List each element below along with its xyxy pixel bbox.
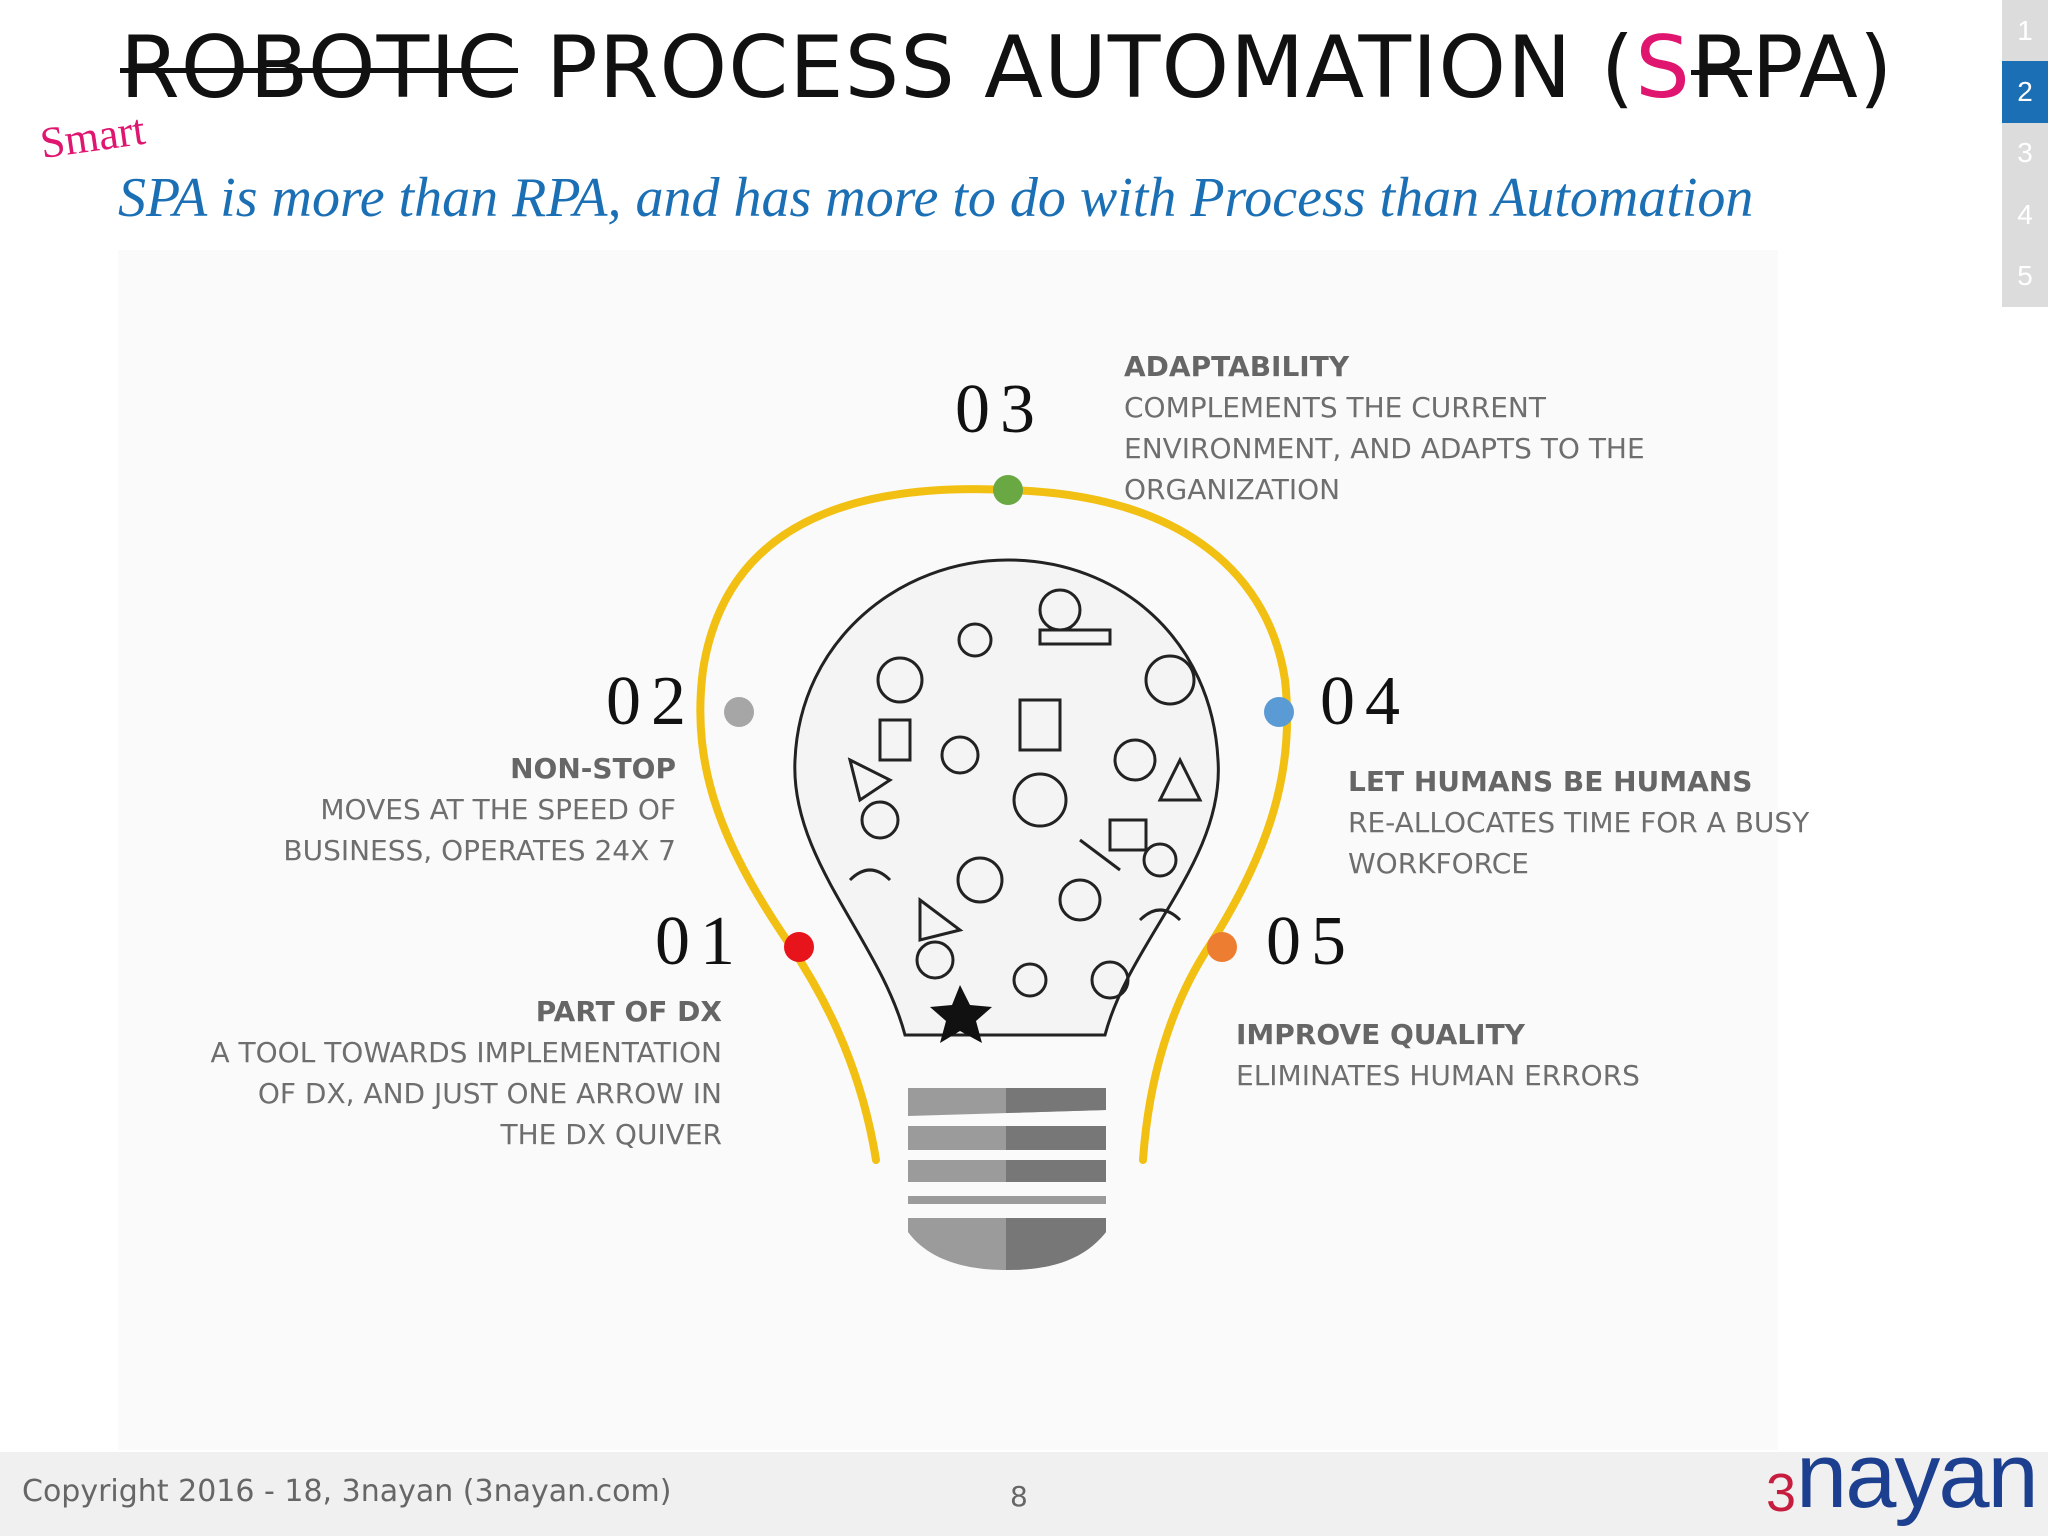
- subtitle: SPA is more than RPA, and has more to do…: [118, 167, 1754, 229]
- point-02-heading: NON-STOP: [510, 752, 676, 785]
- point-01-heading: PART OF DX: [535, 995, 722, 1028]
- page-index: 1 2 3 4 5: [2002, 0, 2048, 307]
- point-03-heading: ADAPTABILITY: [1124, 350, 1350, 383]
- bulb-base: [908, 1088, 1106, 1270]
- page-index-1[interactable]: 1: [2017, 14, 2033, 46]
- point-04-dot: [1264, 697, 1294, 727]
- point-05-desc: ELIMINATES HUMAN ERRORS: [1236, 1059, 1640, 1092]
- logo-prefix: 3: [1766, 1463, 1797, 1523]
- lightbulb-doodle-icon: [793, 558, 1220, 1043]
- point-01-number: 01: [655, 903, 745, 980]
- page-index-3[interactable]: 3: [2017, 137, 2033, 169]
- struck-word: ROBOTIC: [120, 18, 518, 118]
- point-05-number: 05: [1266, 903, 1356, 980]
- copyright-text: Copyright 2016 - 18, 3nayan (3nayan.com): [22, 1474, 672, 1509]
- page-index-5[interactable]: 5: [2017, 260, 2033, 292]
- slide-title: ROBOTIC PROCESS AUTOMATION (SRPA): [120, 18, 1893, 128]
- point-04-number: 04: [1320, 663, 1410, 740]
- title-main: PROCESS AUTOMATION (: [545, 18, 1636, 118]
- point-05-dot: [1207, 932, 1237, 962]
- page-index-4[interactable]: 4: [2017, 198, 2033, 230]
- point-03-desc: COMPLEMENTS THE CURRENT ENVIRONMENT, AND…: [1124, 391, 1645, 506]
- footer-bar: [0, 1452, 2048, 1536]
- point-01-dot: [784, 932, 814, 962]
- slide-number: 8: [1010, 1480, 1028, 1513]
- point-04-heading: LET HUMANS BE HUMANS: [1348, 765, 1753, 798]
- point-05-heading: IMPROVE QUALITY: [1236, 1018, 1525, 1051]
- company-logo: 3nayan: [1766, 1424, 2039, 1529]
- logo-text: nayan: [1796, 1425, 2039, 1527]
- point-02-desc: MOVES AT THE SPEED OF BUSINESS, OPERATES…: [283, 793, 676, 867]
- title-r-letter: R: [1690, 18, 1752, 118]
- point-04-desc: RE-ALLOCATES TIME FOR A BUSY WORKFORCE: [1348, 806, 1810, 880]
- point-01-desc: A TOOL TOWARDS IMPLEMENTATION OF DX, AND…: [210, 1036, 722, 1151]
- title-s-letter: S: [1635, 18, 1691, 118]
- point-03-dot: [993, 475, 1023, 505]
- point-02-number: 02: [606, 663, 696, 740]
- point-02-dot: [724, 697, 754, 727]
- page-index-2[interactable]: 2: [2002, 61, 2048, 123]
- title-tail: PA): [1751, 18, 1894, 118]
- point-03-number: 03: [955, 371, 1045, 448]
